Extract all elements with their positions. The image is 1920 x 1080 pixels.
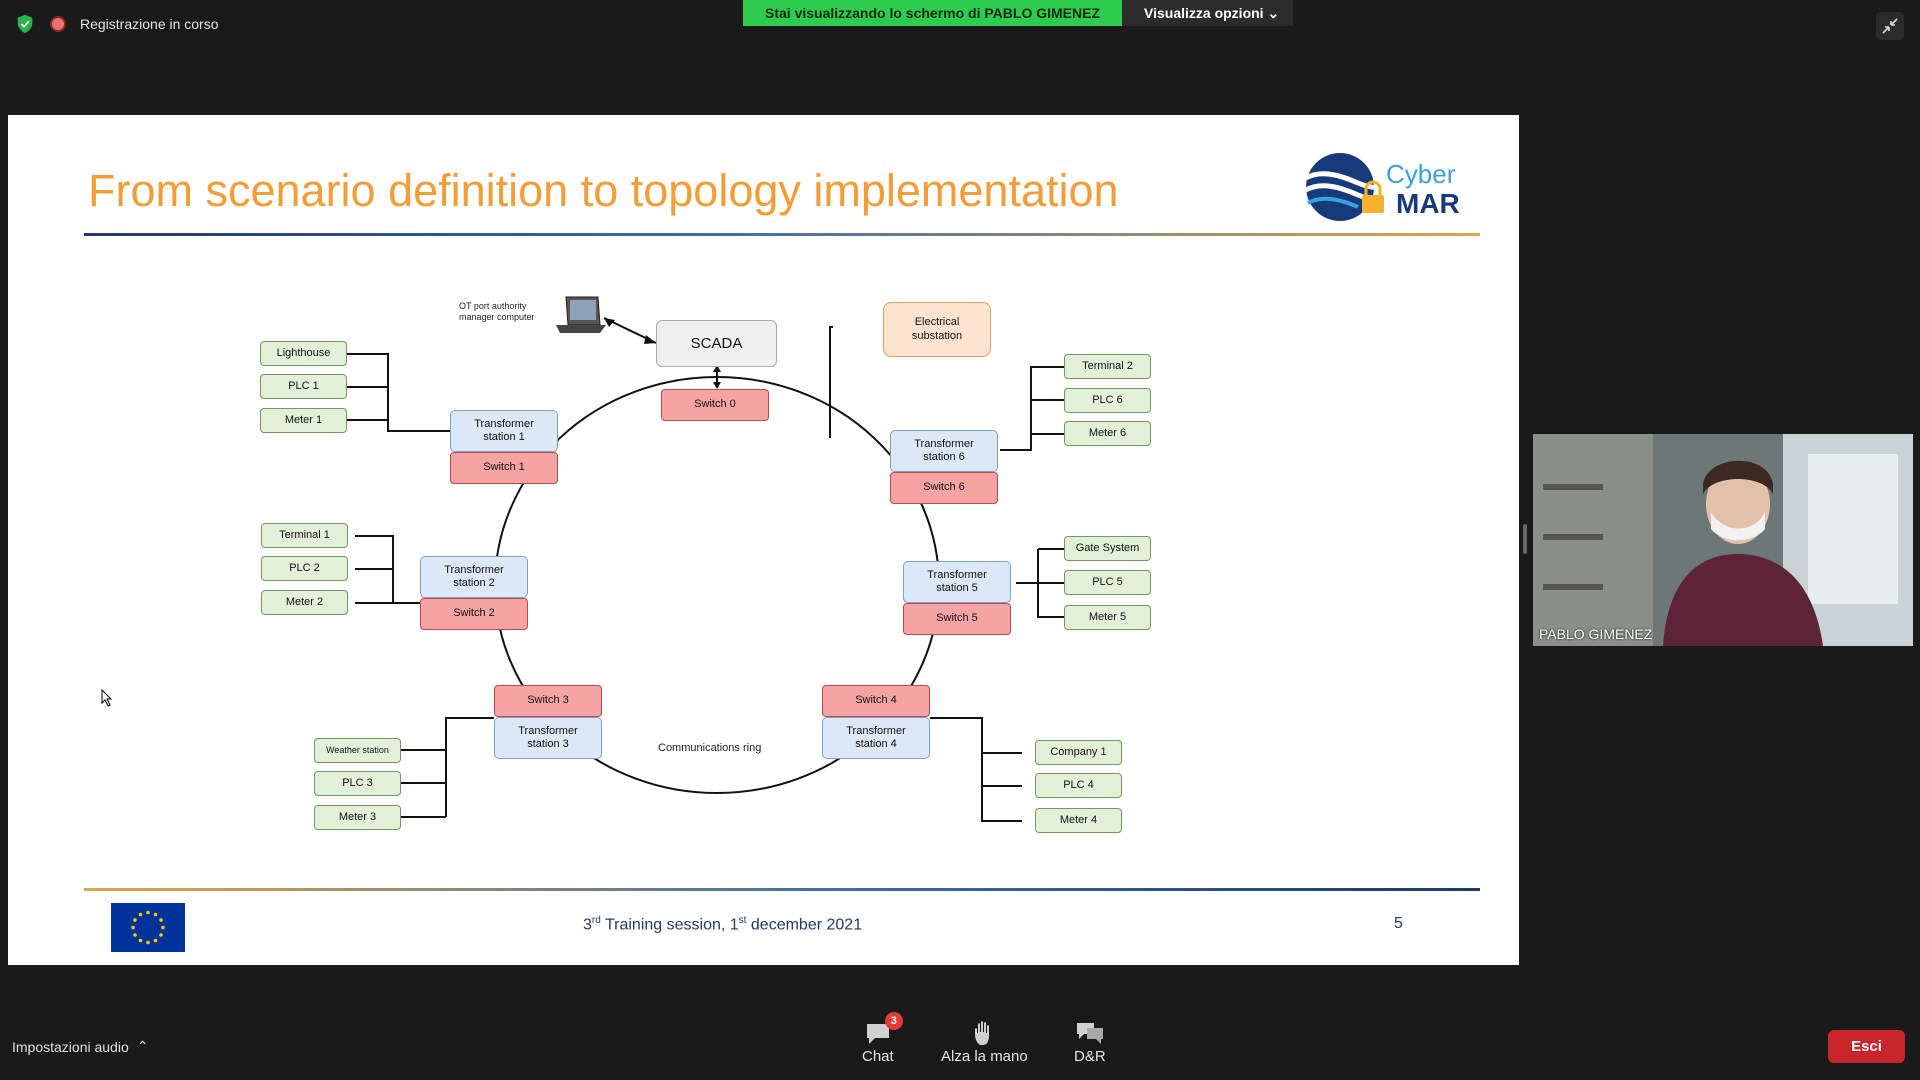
chevron-up-icon: ⌃ bbox=[136, 1038, 149, 1054]
plc-5-node: PLC 5 bbox=[1064, 570, 1151, 595]
laptop-label: OT port authority manager computer bbox=[459, 301, 535, 322]
communications-ring-label: Communications ring bbox=[658, 742, 762, 754]
meter-5-node: Meter 5 bbox=[1064, 605, 1151, 630]
switch-1-node: Switch 1 bbox=[450, 452, 558, 484]
shared-slide: From scenario definition to topology imp… bbox=[8, 115, 1519, 965]
group6-link bbox=[1000, 366, 1064, 451]
panel-resize-handle[interactable] bbox=[1523, 524, 1527, 554]
group5-link bbox=[1016, 582, 1064, 618]
switch-0-node: Switch 0 bbox=[661, 389, 769, 421]
qa-icon bbox=[1076, 1023, 1103, 1044]
switch-4-node: Switch 4 bbox=[822, 685, 930, 717]
share-banner-text: Stai visualizzando lo schermo di PABLO G… bbox=[743, 0, 1123, 26]
qa-label: D&R bbox=[1074, 1048, 1106, 1065]
meter-1-node: Meter 1 bbox=[260, 408, 347, 433]
hand-icon bbox=[975, 1021, 990, 1045]
company-1-node: Company 1 bbox=[1035, 740, 1122, 765]
screen-share-banner: Stai visualizzando lo schermo di PABLO G… bbox=[743, 0, 1294, 26]
title-divider bbox=[84, 233, 1480, 236]
network-topology-diagram: OT port authority manager computer SCADA… bbox=[8, 115, 1519, 965]
raise-hand-label: Alza la mano bbox=[941, 1048, 1028, 1065]
participant-video-tile[interactable]: PABLO GIMENEZ bbox=[1533, 434, 1913, 646]
shield-icon[interactable] bbox=[14, 13, 36, 35]
qa-button[interactable]: D&R bbox=[1074, 1018, 1106, 1065]
exit-meeting-button[interactable]: Esci bbox=[1828, 1030, 1905, 1063]
cybermar-logo: Cyber MAR bbox=[1298, 145, 1478, 225]
mouse-cursor-icon bbox=[101, 689, 113, 707]
eu-flag-icon bbox=[111, 903, 185, 952]
diagram-lines bbox=[347, 296, 1064, 822]
scada-node: SCADA bbox=[656, 320, 777, 367]
group1-link bbox=[347, 353, 450, 432]
laptop-icon bbox=[556, 296, 606, 333]
view-options-button[interactable]: Visualizza opzioni ⌄ bbox=[1122, 0, 1294, 26]
switch-3-node: Switch 3 bbox=[494, 685, 602, 717]
chat-icon bbox=[866, 1024, 889, 1044]
switch-5-node: Switch 5 bbox=[903, 603, 1011, 635]
switch-6-node: Switch 6 bbox=[890, 472, 998, 504]
logo-cyber-text: Cyber bbox=[1386, 159, 1456, 189]
cybermar-waves-icon: Cyber MAR bbox=[1302, 153, 1460, 221]
participant-video-icon bbox=[1533, 434, 1913, 646]
chevron-down-icon: ⌄ bbox=[1267, 5, 1280, 21]
plc-1-node: PLC 1 bbox=[260, 374, 347, 399]
raise-hand-button[interactable]: Alza la mano bbox=[941, 1018, 1028, 1065]
plc-4-node: PLC 4 bbox=[1035, 773, 1122, 798]
chat-label: Chat bbox=[862, 1048, 894, 1065]
recording-icon bbox=[50, 16, 66, 32]
electrical-link bbox=[829, 326, 833, 438]
exit-fullscreen-button[interactable] bbox=[1876, 12, 1904, 40]
meter-4-node: Meter 4 bbox=[1035, 808, 1122, 833]
collapse-icon bbox=[1882, 18, 1898, 34]
meter-3-node: Meter 3 bbox=[314, 805, 401, 830]
weather-station-node: Weather station bbox=[314, 738, 401, 763]
footer-divider bbox=[84, 888, 1480, 891]
terminal-2-node: Terminal 2 bbox=[1064, 354, 1151, 379]
recording-label: Registrazione in corso bbox=[80, 16, 219, 32]
chat-button[interactable]: 3 Chat bbox=[862, 1012, 903, 1065]
gate-system-node: Gate System bbox=[1064, 536, 1151, 561]
slide-page-number: 5 bbox=[1394, 915, 1403, 932]
chat-unread-badge: 3 bbox=[884, 1012, 903, 1030]
audio-settings-button[interactable]: Impostazioni audio ⌃ bbox=[12, 1038, 149, 1055]
meter-6-node: Meter 6 bbox=[1064, 421, 1151, 446]
group3-link bbox=[401, 717, 494, 751]
terminal-1-node: Terminal 1 bbox=[261, 523, 348, 548]
group4-link bbox=[930, 717, 1022, 822]
slide-footer-session: 3rd Training session, 1st december 2021 bbox=[583, 915, 863, 934]
plc-6-node: PLC 6 bbox=[1064, 388, 1151, 413]
plc-2-node: PLC 2 bbox=[261, 556, 348, 581]
switch-2-node: Switch 2 bbox=[420, 598, 528, 630]
meeting-status-bar: Registrazione in corso bbox=[14, 12, 219, 36]
meter-2-node: Meter 2 bbox=[261, 590, 348, 615]
lighthouse-node: Lighthouse bbox=[260, 341, 347, 366]
slide-title: From scenario definition to topology imp… bbox=[88, 165, 1119, 216]
participant-name: PABLO GIMENEZ bbox=[1539, 626, 1653, 642]
logo-mar-text: MAR bbox=[1396, 188, 1460, 219]
plc-3-node: PLC 3 bbox=[314, 771, 401, 796]
